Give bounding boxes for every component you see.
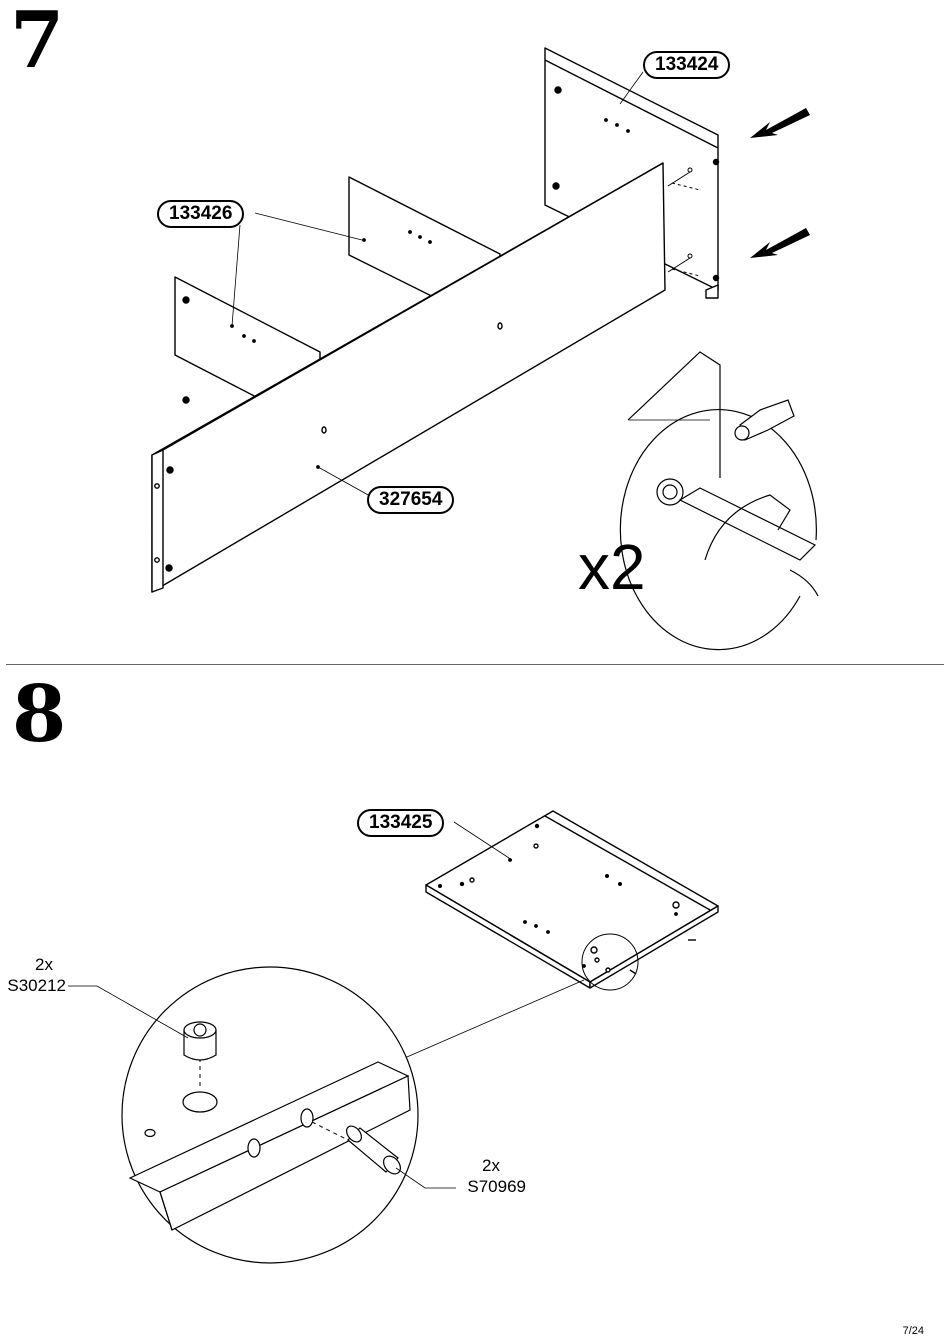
panel-133425: [426, 811, 718, 988]
hardware-code: S30212: [0, 975, 66, 996]
step-number-8: 8: [12, 676, 64, 754]
step-divider: [6, 664, 944, 665]
direction-arrows: [750, 108, 810, 258]
quantity-multiplier: x2: [578, 535, 646, 599]
page-number: 7/24: [903, 1325, 924, 1337]
part-label-133424: 133424: [643, 51, 730, 79]
detail-circle-step8: [122, 967, 418, 1263]
hardware-label-s70969: 2x S70969: [456, 1155, 526, 1197]
hardware-qty: 2x: [0, 954, 66, 975]
part-label-133426: 133426: [157, 200, 244, 228]
part-label-327654: 327654: [367, 486, 454, 514]
step-number-7: 7: [10, 2, 62, 80]
detail-connector: [400, 980, 584, 1060]
hardware-label-s30212: 2x S30212: [0, 954, 66, 996]
hardware-code: S70969: [456, 1176, 526, 1197]
part-label-133425: 133425: [357, 809, 444, 837]
hardware-qty: 2x: [456, 1155, 526, 1176]
detail-circle-step7: [620, 352, 818, 650]
